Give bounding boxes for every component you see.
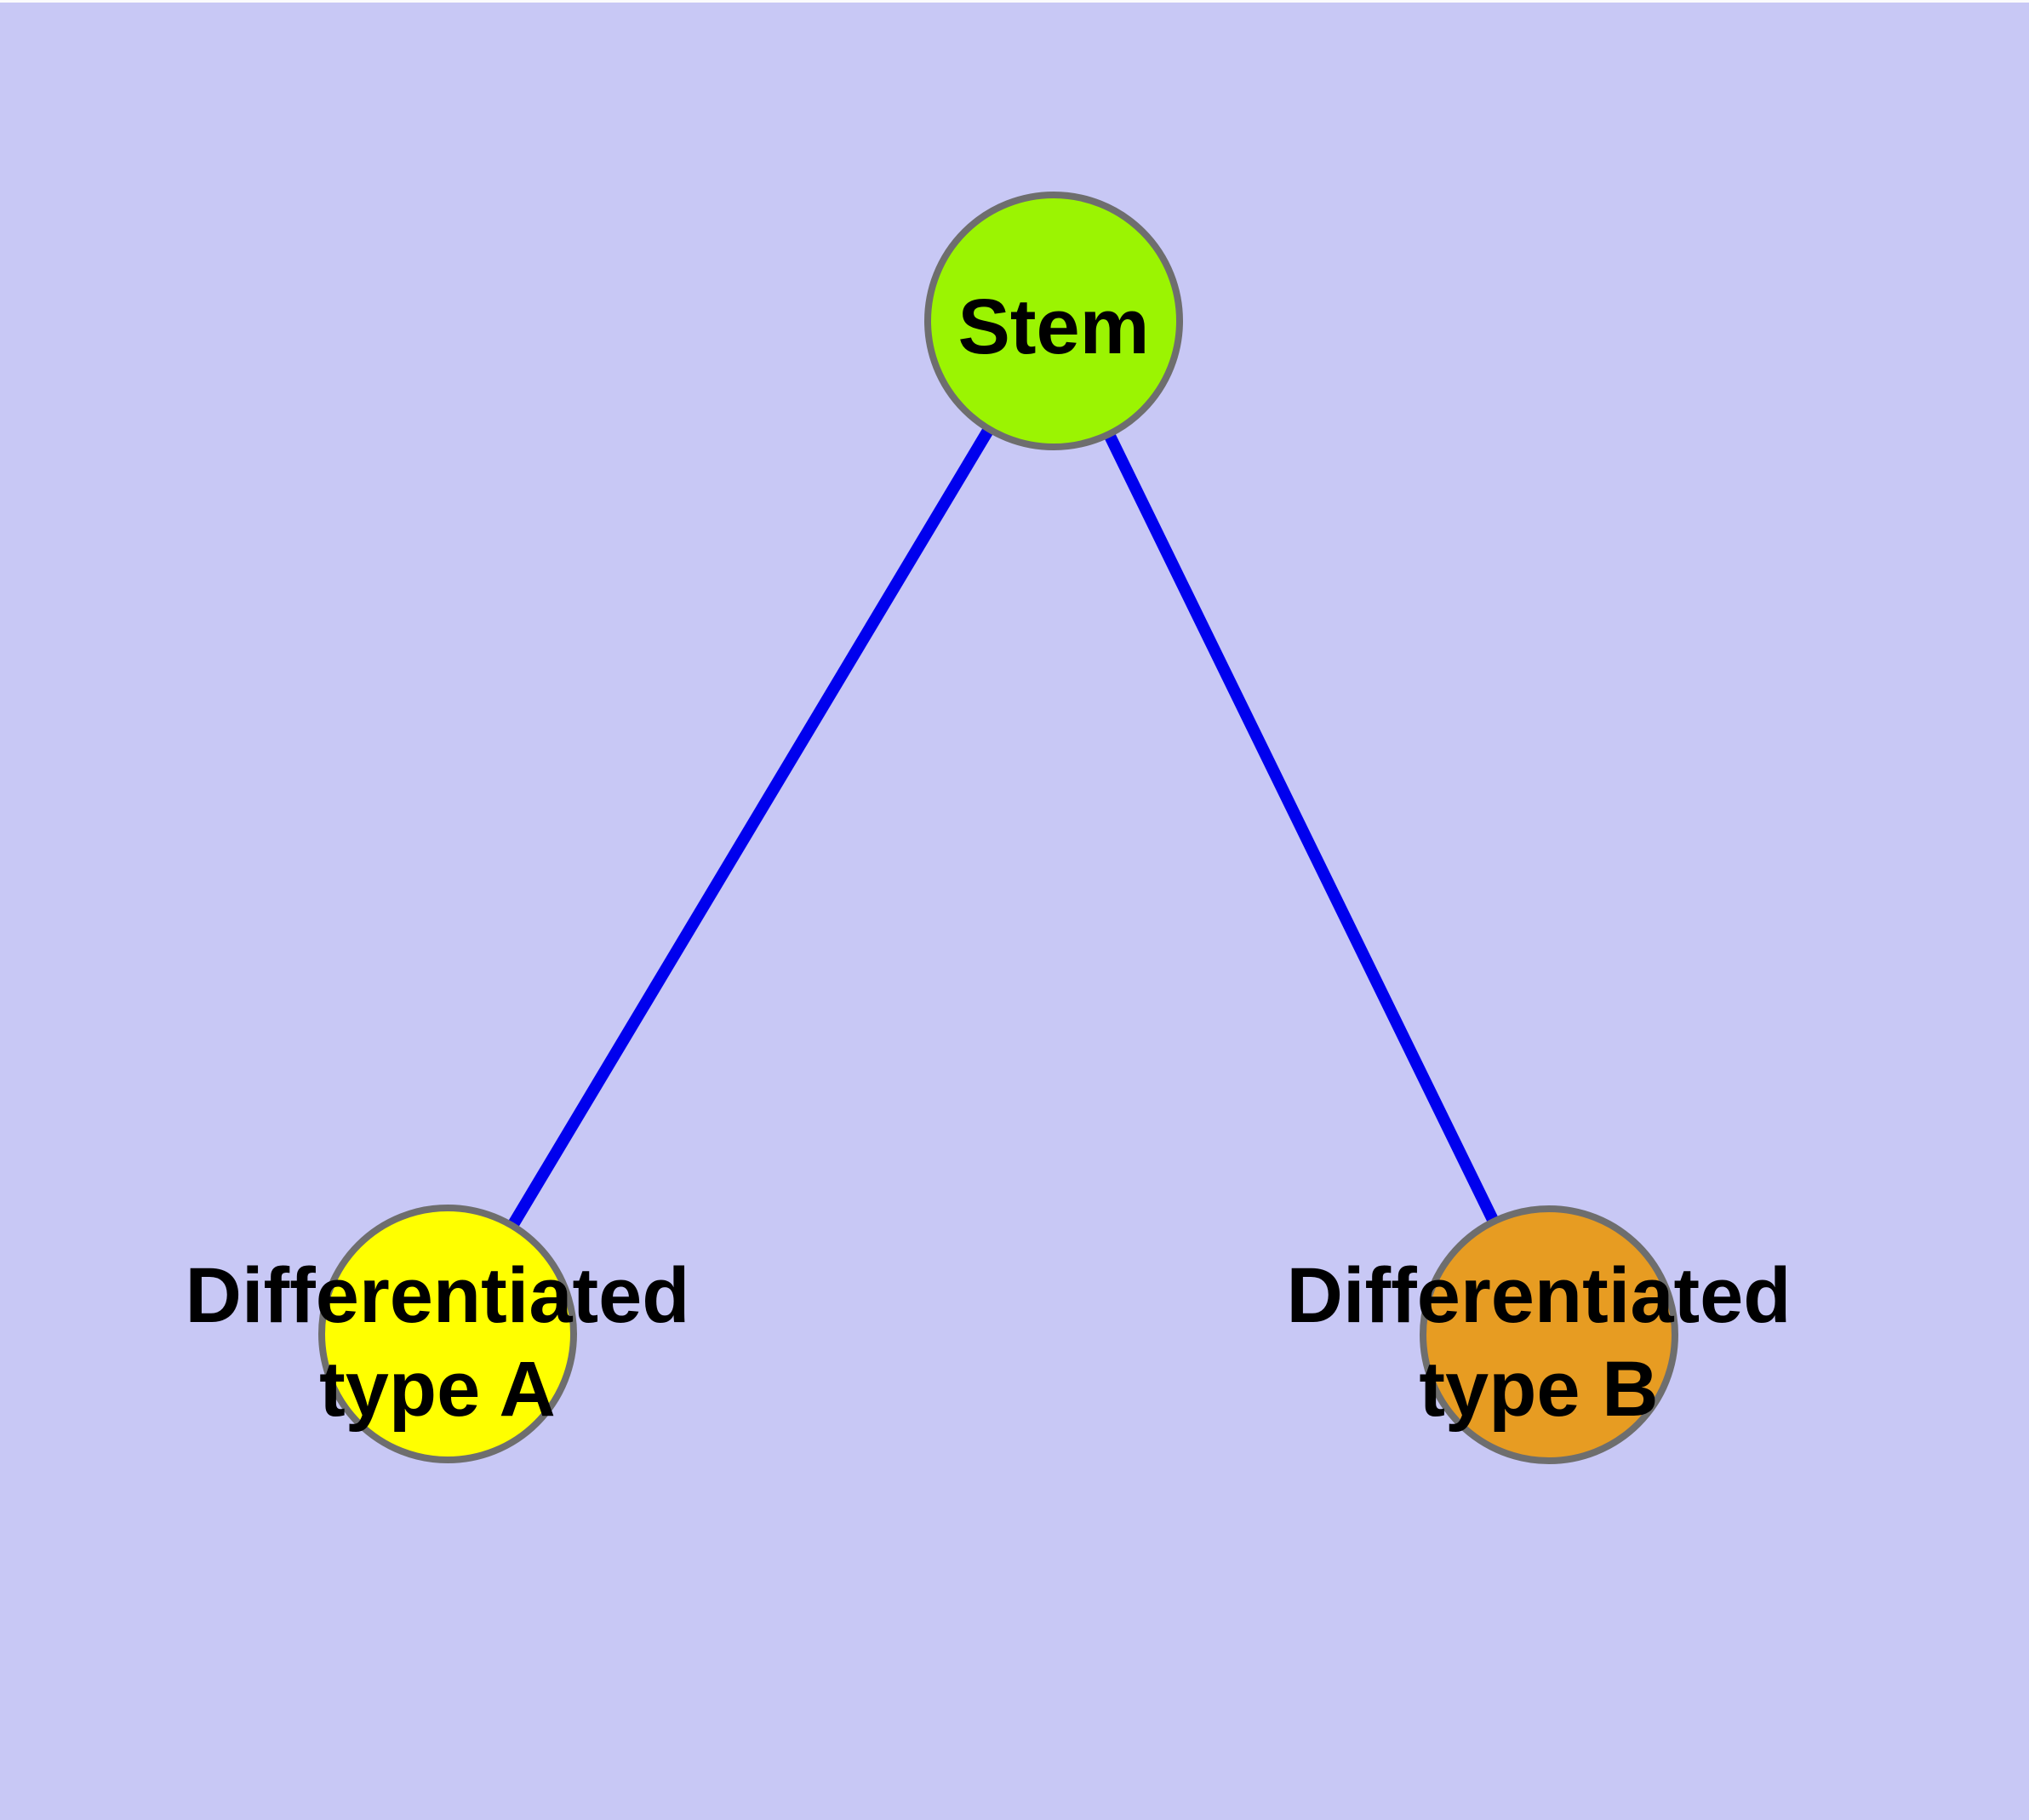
edge-stem-to-type-a [442,318,1060,1337]
diagram-canvas: Stem Differentiated type A Differentiate… [0,3,2029,1820]
node-stem-label: Stem [958,283,1150,370]
node-type-b-label-line2: type B [1419,1346,1658,1433]
node-differentiated-type-b [1420,1205,1678,1464]
edge-stem-to-type-b [1048,318,1555,1338]
node-differentiated-type-a [318,1205,577,1463]
node-type-a-label-line1: Differentiated [186,1252,690,1339]
node-stem [924,192,1183,450]
node-type-b-label-line1: Differentiated [1287,1252,1792,1339]
node-type-a-label-line2: type A [319,1346,556,1433]
